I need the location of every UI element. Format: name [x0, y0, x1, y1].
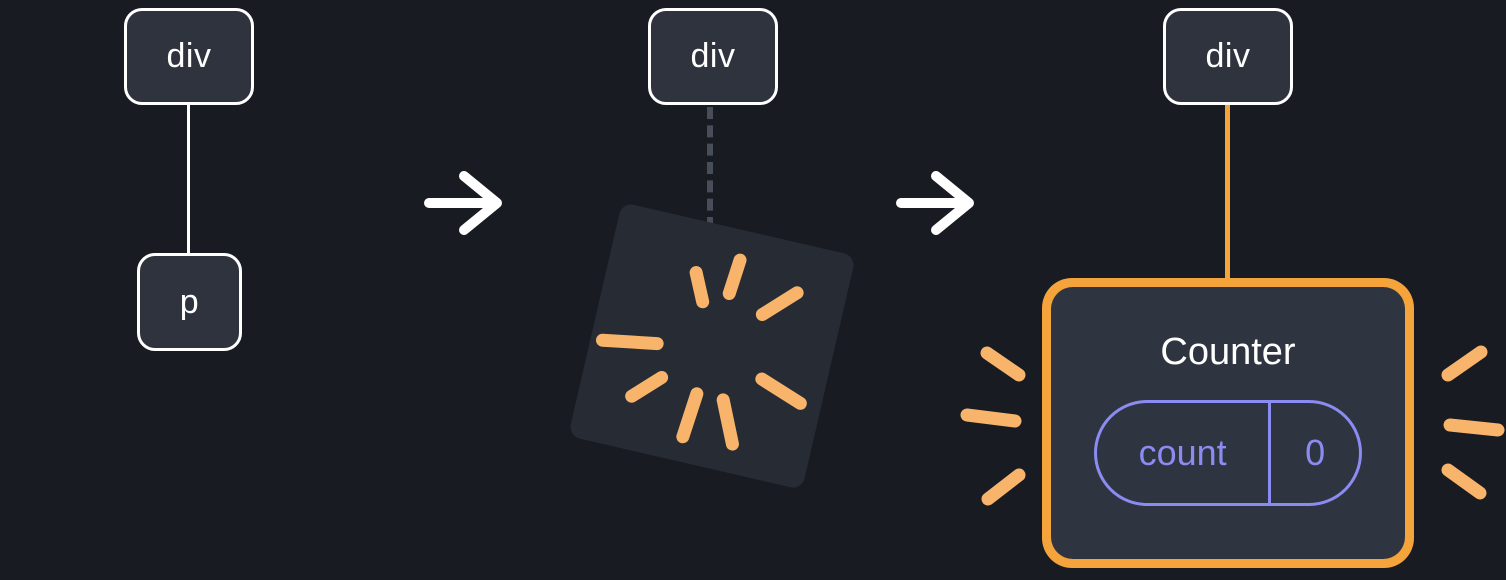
state-pill: count 0	[1094, 400, 1362, 506]
state-value-cell: 0	[1271, 403, 1359, 503]
counter-component-card: Counter count 0	[1042, 278, 1414, 568]
state-key-label: count	[1138, 432, 1227, 473]
node-label: div	[690, 37, 736, 75]
poof-burst-strokes	[595, 253, 807, 451]
node-label: p	[179, 282, 200, 321]
tree-node-div-2: div	[648, 8, 778, 105]
tree-node-div-1: div	[124, 8, 254, 105]
emphasis-burst-icon-right	[1441, 345, 1505, 500]
explosion-poof-icon	[568, 202, 856, 490]
arrow-right-icon	[896, 171, 974, 235]
tree-node-div-3: div	[1163, 8, 1293, 105]
emphasis-burst-icon-left	[960, 346, 1026, 506]
component-title: Counter	[1160, 331, 1296, 373]
counter-component-body: Counter count 0	[1051, 287, 1405, 559]
arrow-right-icon	[424, 171, 502, 235]
tree-node-p: p	[137, 253, 242, 351]
node-label: div	[1205, 37, 1251, 75]
orange-edge-div-to-counter	[1225, 105, 1230, 280]
edge-div-to-p	[187, 105, 190, 253]
dashed-edge	[707, 107, 713, 229]
state-value-label: 0	[1305, 432, 1326, 473]
state-key-cell: count	[1097, 403, 1272, 503]
node-label: div	[166, 37, 212, 75]
